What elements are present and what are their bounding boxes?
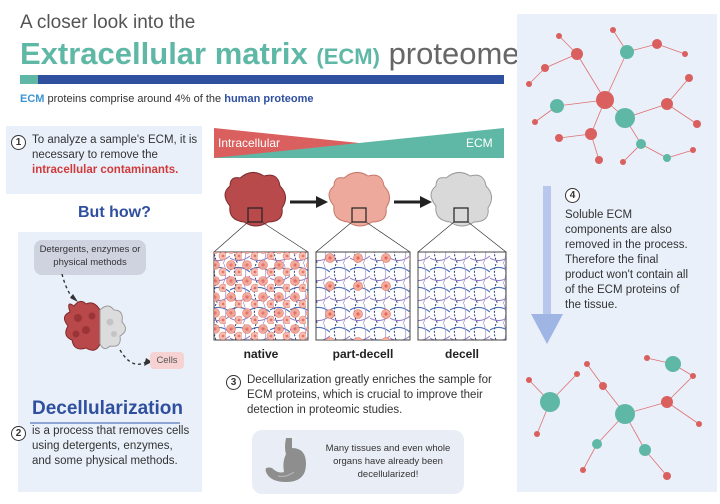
step1-number: 1 (11, 135, 26, 150)
subtitle-middle: proteins comprise around 4% of the (47, 93, 222, 105)
step1-panel (6, 126, 202, 194)
title-tail: proteome (388, 36, 520, 71)
step4-text: Soluble ECM components are also removed … (565, 209, 689, 311)
page-title: Extracellular matrix (ECM) proteome (20, 36, 520, 72)
step2-number: 2 (11, 426, 26, 441)
title-intro: A closer look into the (20, 12, 196, 33)
title-underline (20, 75, 504, 84)
step1-body: To analyze a sample's ECM, it is necessa… (32, 134, 198, 161)
gradient-right-label: ECM (466, 136, 493, 150)
gradient-bar (214, 128, 504, 158)
state-decell: decell (444, 347, 480, 361)
subtitle: ECM proteins comprise around 4% of the h… (20, 93, 313, 105)
decell-title: Decellularization (32, 398, 183, 419)
gradient-left-label: Intracellular (218, 136, 281, 150)
cells-bubble: Cells (150, 352, 184, 369)
step3-text: Decellularization greatly enriches the s… (247, 374, 492, 416)
step2-text: is a process that removes cells using de… (32, 425, 190, 467)
title-main: Extracellular matrix (20, 36, 308, 71)
step1-highlight: intracellular contaminants. (32, 164, 179, 176)
decell-illustration (61, 273, 152, 366)
step3-number: 3 (226, 375, 241, 390)
step4-number: 4 (565, 188, 580, 203)
state-part-decell: part-decell (332, 347, 394, 361)
decell-underline (30, 422, 180, 424)
network-reduced (528, 357, 700, 477)
network-nodes (526, 27, 701, 165)
state-native: native (243, 347, 279, 361)
title-abbr: (ECM) (316, 44, 380, 69)
stomach-note-text: Many tissues and even whole organs have … (325, 443, 451, 480)
step1-text: To analyze a sample's ECM, it is necessa… (32, 133, 198, 178)
methods-bubble: Detergents, enzymes or physical methods (34, 240, 146, 275)
stomach-icon (265, 438, 306, 482)
tissue-comparison (213, 172, 507, 341)
but-how-heading: But how? (78, 204, 151, 221)
ecm-network-illustration (526, 27, 702, 480)
subtitle-ecm: ECM (20, 93, 45, 105)
subtitle-highlight: human proteome (224, 93, 314, 105)
